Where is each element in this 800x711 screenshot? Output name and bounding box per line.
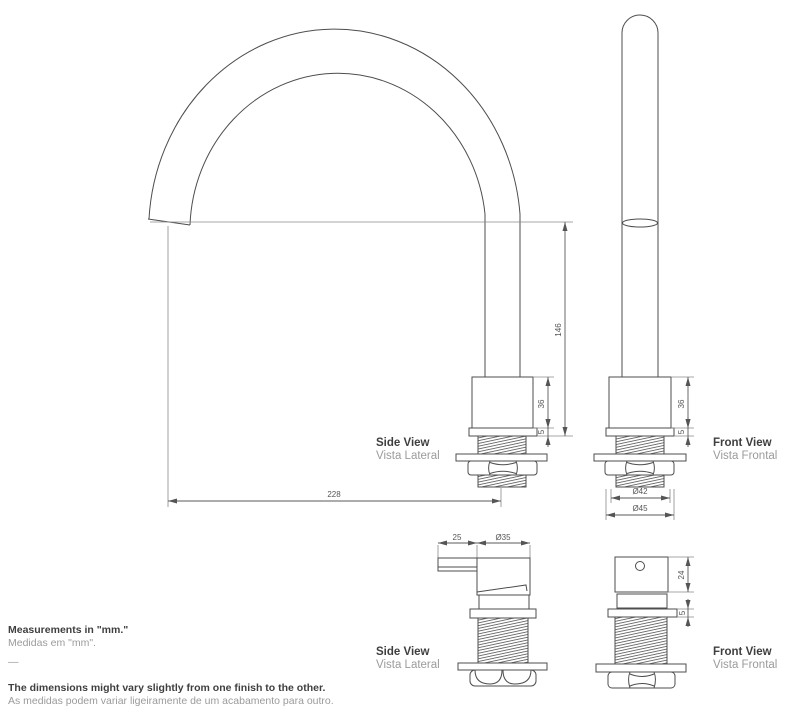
faucet-side-dimensions: 146 36 5 228 xyxy=(150,221,573,507)
thread-section-lower xyxy=(477,474,527,488)
handle-joint-line xyxy=(476,584,528,593)
spout-outer-curve xyxy=(148,28,521,377)
note-measurements-en: Measurements in "mm." xyxy=(8,624,129,636)
handle-collar xyxy=(478,594,530,610)
thread-section-upper xyxy=(477,435,527,455)
dimension-label-36: 36 xyxy=(537,399,546,408)
mounting-flange xyxy=(607,608,678,618)
mounting-flange xyxy=(469,608,537,619)
handle-side-view: 25 Ø35 xyxy=(437,533,548,687)
view-label-en: Side View xyxy=(376,437,430,449)
label-handle-side-view: Side View Vista Lateral xyxy=(376,646,440,672)
washer-plate xyxy=(457,662,548,671)
faucet-body xyxy=(608,376,672,429)
faucet-front-dimensions: 36 5 Ø42 Ø45 xyxy=(605,376,694,520)
dimension-label-5: 5 xyxy=(537,429,546,434)
dimension-label-d35: Ø35 xyxy=(495,533,511,542)
view-label-en: Front View xyxy=(713,437,772,449)
washer-plate xyxy=(595,663,687,673)
thread-section-upper xyxy=(615,435,665,455)
thread-section xyxy=(477,617,529,664)
view-label-en: Front View xyxy=(713,646,772,658)
view-label-pt: Vista Frontal xyxy=(713,450,778,462)
dimension-label-36: 36 xyxy=(677,399,686,408)
note-variance-pt: As medidas podem variar ligeiramente de … xyxy=(8,695,334,707)
hex-nut xyxy=(467,460,538,476)
spout-tube xyxy=(621,14,659,377)
dimension-label-5: 5 xyxy=(677,429,686,434)
thread-section xyxy=(614,616,668,665)
dimension-label-25: 25 xyxy=(453,533,462,542)
thread-section-lower xyxy=(615,474,665,488)
note-variance-en: The dimensions might vary slightly from … xyxy=(8,682,326,694)
faucet-body xyxy=(471,376,534,429)
notes-divider: — xyxy=(8,656,19,668)
hex-nut xyxy=(469,669,537,687)
view-label-pt: Vista Lateral xyxy=(376,659,440,671)
view-label-pt: Vista Frontal xyxy=(713,659,778,671)
dimension-label-228: 228 xyxy=(327,490,341,499)
washer-plate xyxy=(455,453,548,462)
hex-nut xyxy=(604,460,675,476)
spout-inner-curve xyxy=(189,72,486,377)
handle-collar xyxy=(616,593,668,609)
hex-nut xyxy=(607,671,676,689)
dimension-label-146: 146 xyxy=(554,323,563,337)
mounting-flange xyxy=(605,427,675,437)
lever-arm xyxy=(437,557,478,572)
handle-body xyxy=(614,556,669,593)
dimension-label-24: 24 xyxy=(677,570,686,579)
washer-plate xyxy=(593,453,687,462)
handle-body xyxy=(476,557,531,596)
dimension-label-d45: Ø45 xyxy=(632,504,648,513)
label-faucet-front-view: Front View Vista Frontal xyxy=(713,437,777,463)
faucet-side-view xyxy=(147,28,548,488)
view-label-en: Side View xyxy=(376,646,430,658)
spout-seam-ellipse xyxy=(622,218,658,228)
handle-front-view: 24 5 xyxy=(595,556,694,689)
dimension-label-d42: Ø42 xyxy=(632,487,648,496)
label-handle-front-view: Front View Vista Frontal xyxy=(713,646,777,672)
notes-block: Measurements in "mm." Medidas em "mm". —… xyxy=(8,624,334,708)
faucet-front-view xyxy=(593,14,687,488)
dimension-label-5: 5 xyxy=(678,610,687,615)
view-label-pt: Vista Lateral xyxy=(376,450,440,462)
note-measurements-pt: Medidas em "mm". xyxy=(8,637,96,649)
label-faucet-side-view: Side View Vista Lateral xyxy=(376,437,440,463)
mounting-flange xyxy=(468,427,538,437)
set-screw-dot xyxy=(635,561,645,571)
